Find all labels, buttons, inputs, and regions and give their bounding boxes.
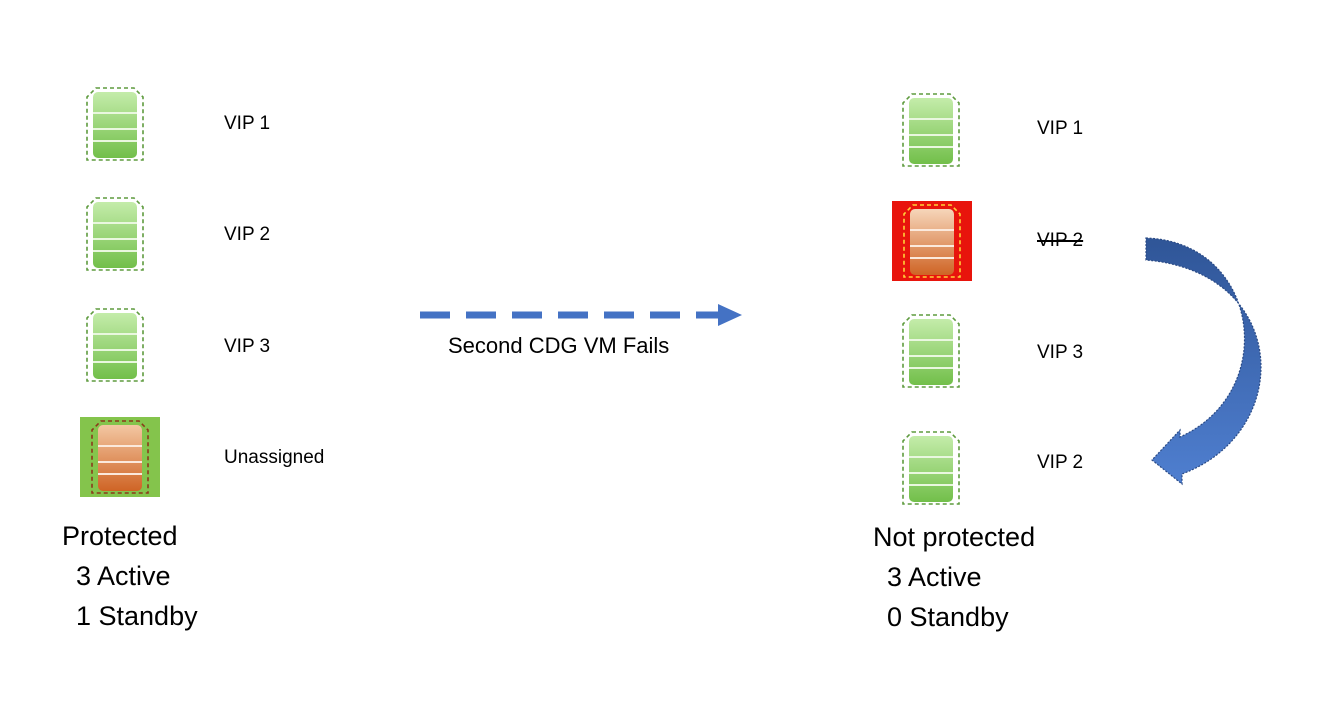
server-icon-failed [892,201,972,281]
vip-label: VIP 3 [224,336,271,357]
vm-icon-left-standby [80,417,160,497]
vm-icon-right-failed [892,201,972,281]
vip-label: VIP 2 [1037,452,1084,473]
status-active: 3 Active [887,562,982,592]
server-icon-standby [80,417,160,497]
right-status: Not protected 3 Active 0 Standby [873,517,1035,637]
server-icon-green [902,314,960,388]
status-active: 3 Active [76,561,171,591]
vip-label: VIP 1 [1037,118,1084,139]
server-icon-green [86,87,144,161]
transition-arrow [420,304,742,326]
status-title: Protected [62,521,178,551]
vm-icon-left-vip3 [80,305,150,385]
vm-icon-right-vip1 [896,90,966,170]
vip-label: VIP 2 [224,224,271,245]
status-standby: 0 Standby [887,602,1009,632]
vm-icon-left-vip2 [80,194,150,274]
left-status: Protected 3 Active 1 Standby [62,516,198,636]
server-icon-green [86,308,144,382]
vip-label: Unassigned [224,447,325,468]
status-standby: 1 Standby [76,601,198,631]
status-title: Not protected [873,522,1036,552]
server-icon-green [86,197,144,271]
vm-icon-right-vip3 [896,311,966,391]
vm-icon-right-vip2-new [896,428,966,508]
server-icon-green [902,93,960,167]
failover-curved-arrow [1145,237,1262,486]
vip-label: VIP 3 [1037,342,1084,363]
server-icon-green [902,431,960,505]
vm-icon-left-vip1 [80,84,150,164]
transition-label: Second CDG VM Fails [448,333,670,358]
vip-label-failed: VIP 2 [1037,230,1084,251]
vip-label: VIP 1 [224,113,271,134]
